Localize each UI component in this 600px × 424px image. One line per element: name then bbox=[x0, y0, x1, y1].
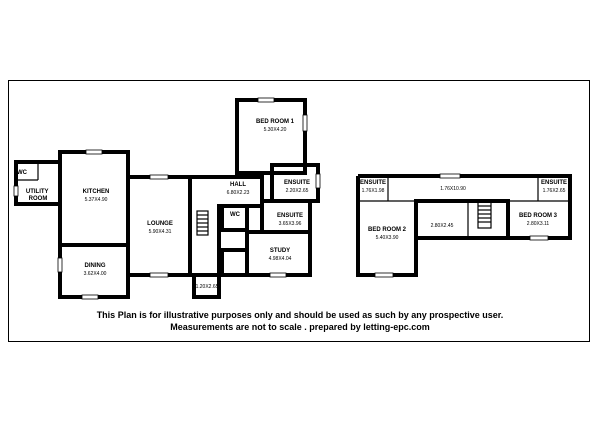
disclaimer-line-1: This Plan is for illustrative purposes o… bbox=[96, 310, 504, 320]
room-closet bbox=[220, 248, 249, 277]
dims-ensuite-4: 1.76X2.65 bbox=[543, 188, 566, 194]
label-bedroom-1: BED ROOM 1 bbox=[256, 119, 295, 125]
dims-ensuite-3: 1.76X1.98 bbox=[362, 188, 385, 194]
disclaimer-line-2: Measurements are not to scale . prepared… bbox=[170, 322, 430, 332]
label-kitchen: KITCHEN bbox=[83, 189, 110, 195]
label-ensuite-2: ENSUITE bbox=[277, 213, 303, 219]
room-porch bbox=[192, 273, 221, 299]
label-ensuite-3: ENSUITE bbox=[360, 180, 386, 186]
dims-landing: 1.76X10.90 bbox=[440, 186, 466, 192]
room-wc2 bbox=[220, 204, 249, 232]
label-wc2: WC bbox=[230, 212, 241, 218]
plan-border bbox=[8, 80, 590, 342]
label-bedroom-2: BED ROOM 2 bbox=[368, 227, 407, 233]
dims-ensuite-2: 3.65X3.96 bbox=[279, 221, 302, 227]
label-utility: UTILITY ROOM bbox=[26, 189, 50, 202]
dims-porch: 1.20X2.65 bbox=[196, 284, 219, 290]
dims-dining: 3.62X4.00 bbox=[84, 271, 107, 277]
label-hall: HALL bbox=[230, 182, 246, 188]
dims-bedroom-2: 5.40X3.90 bbox=[376, 235, 399, 241]
dims-kitchen: 5.37X4.90 bbox=[85, 197, 108, 203]
room-bedroom-1 bbox=[235, 98, 307, 175]
dims-hall: 6.80X2.23 bbox=[227, 190, 250, 196]
label-lounge: LOUNGE bbox=[147, 221, 173, 227]
dims-lounge: 5.90X4.31 bbox=[149, 229, 172, 235]
label-dining: DINING bbox=[85, 263, 106, 269]
dims-ensuite-1: 2.20X2.65 bbox=[286, 188, 309, 194]
label-wc1: WC bbox=[17, 170, 28, 176]
dims-bedroom-3: 2.80X3.11 bbox=[527, 221, 550, 227]
disclaimer-caption: This Plan is for illustrative purposes o… bbox=[0, 309, 600, 333]
label-ensuite-4: ENSUITE bbox=[541, 180, 567, 186]
dims-study: 4.98X4.04 bbox=[269, 256, 292, 262]
dims-bedroom-1: 5.30X4.20 bbox=[264, 127, 287, 133]
label-ensuite-1: ENSUITE bbox=[284, 180, 310, 186]
label-bedroom-3: BED ROOM 3 bbox=[519, 213, 558, 219]
dims-store: 2.80X2.45 bbox=[431, 223, 454, 229]
label-study: STUDY bbox=[270, 248, 290, 254]
